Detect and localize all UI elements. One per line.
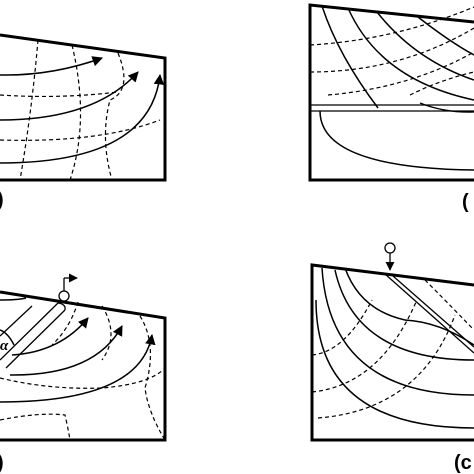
panel-label-bottom-left: ) (0, 452, 4, 474)
fracture-cap (57, 302, 66, 311)
dashed-contour-1 (19, 39, 39, 181)
panel-label-top-left: ) (0, 189, 4, 211)
dashed-contour-8 (101, 305, 112, 361)
dashed-contour-13 (317, 314, 456, 419)
angle-arc (0, 329, 15, 346)
streamline-5 (319, 110, 474, 171)
dashed-contour-11 (311, 299, 373, 356)
equipotential-2 (309, 27, 474, 73)
panel-top-left-boundary (0, 33, 167, 182)
fracture-edge-1 (0, 302, 59, 361)
dashed-contour-4 (0, 91, 119, 98)
well-circle (58, 290, 70, 302)
flow-line-2 (0, 71, 139, 121)
flow-line-4 (11, 317, 89, 356)
streamline-4 (321, 5, 379, 109)
fracture-edge-2 (5, 309, 66, 369)
panel-top-right: ( (308, 3, 474, 213)
dashed-contour-10 (0, 413, 71, 441)
flow-line-6 (0, 333, 156, 403)
panel-bottom-right: (c (310, 242, 474, 474)
fracture-inner-edge (0, 305, 33, 337)
fault-line (419, 102, 474, 113)
fracture-edge-4 (392, 275, 474, 348)
dashed-contour-7 (0, 367, 166, 389)
panel-bottom-left-boundary (0, 290, 167, 442)
panel-top-right-boundary (308, 3, 474, 182)
dashed-contour-12 (311, 301, 417, 393)
flow-line-1 (0, 56, 103, 76)
equipotential-1 (309, 6, 474, 46)
panel-bottom-right-boundary (310, 263, 474, 442)
flow-line-3 (0, 73, 165, 164)
panel-label-top-right: ( (462, 191, 469, 213)
panel-top-left: ) (0, 33, 167, 211)
streamline-9 (315, 299, 474, 429)
streamline-3 (417, 16, 474, 56)
streamline-7 (334, 269, 474, 361)
streamline-1 (347, 7, 474, 101)
flow-line-5 (9, 325, 123, 376)
streamline-8 (321, 267, 474, 396)
angle-alpha: α (0, 338, 9, 354)
streamline-6 (344, 267, 474, 346)
panel-label-bottom-right: (c (454, 452, 472, 474)
dashed-contour-5 (0, 119, 161, 141)
panel-bottom-left: α ) (0, 273, 167, 474)
fracture-edge-3 (384, 273, 474, 354)
equipotential-3 (327, 51, 474, 96)
flow-line-7 (0, 297, 27, 301)
dashed-contour-3 (104, 52, 125, 181)
well-circle-2 (384, 242, 396, 254)
dashed-contour-14 (424, 279, 474, 331)
dashed-contour-2 (69, 44, 82, 181)
dashed-contour-9 (139, 315, 166, 441)
